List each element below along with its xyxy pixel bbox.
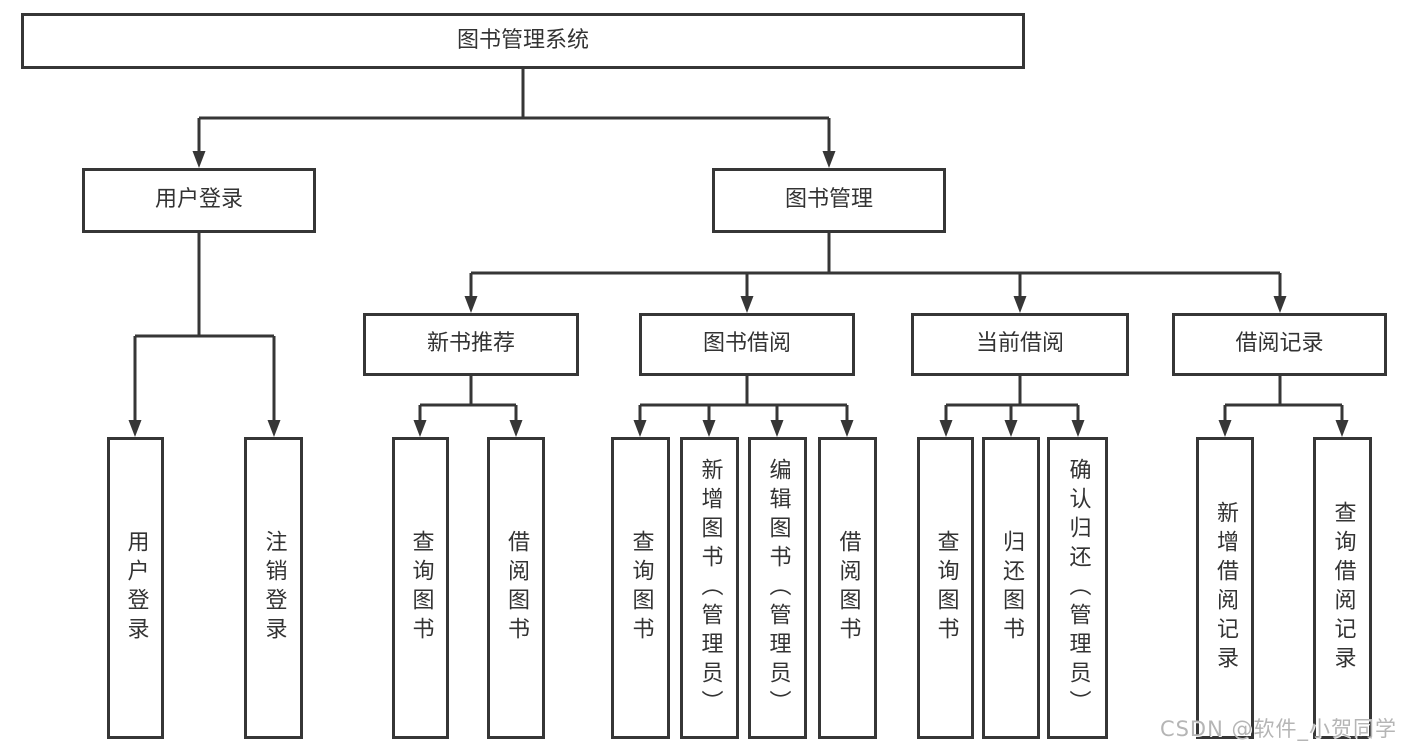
leaf-query-borrow-record-label: 查询借阅记录 <box>1330 501 1356 675</box>
leaf-add-borrow-record-label: 新增借阅记录 <box>1213 501 1238 675</box>
node-user-login-label: 用户登录 <box>154 187 243 213</box>
leaf-add-borrow-record: 新增借阅记录 <box>1196 437 1254 739</box>
leaf-query-books-3-label: 查询图书 <box>933 530 959 646</box>
node-root-system: 图书管理系统 <box>21 13 1025 69</box>
leaf-logout: 注销登录 <box>244 437 303 739</box>
leaf-confirm-return-admin-label: 确认归还（管理员） <box>1065 457 1091 719</box>
leaf-query-books-1-label: 查询图书 <box>408 530 434 646</box>
node-book-management-label: 图书管理 <box>784 187 873 213</box>
leaf-query-books-2: 查询图书 <box>611 437 670 739</box>
node-current-borrow: 当前借阅 <box>911 313 1129 376</box>
node-borrow-records: 借阅记录 <box>1172 313 1387 376</box>
node-new-book-recommend-label: 新书推荐 <box>426 331 515 357</box>
node-book-borrow-label: 图书借阅 <box>702 331 791 357</box>
leaf-add-book-admin-label: 新增图书（管理员） <box>697 457 723 719</box>
leaf-confirm-return-admin: 确认归还（管理员） <box>1047 437 1108 739</box>
leaf-return-book: 归还图书 <box>982 437 1040 739</box>
node-user-login: 用户登录 <box>82 168 316 233</box>
node-borrow-records-label: 借阅记录 <box>1235 331 1324 357</box>
node-current-borrow-label: 当前借阅 <box>975 331 1064 357</box>
leaf-query-borrow-record: 查询借阅记录 <box>1313 437 1372 739</box>
leaf-query-books-2-label: 查询图书 <box>628 530 654 646</box>
leaf-user-login-label: 用户登录 <box>123 530 149 646</box>
leaf-add-book-admin: 新增图书（管理员） <box>680 437 739 739</box>
leaf-edit-book-admin: 编辑图书（管理员） <box>748 437 807 739</box>
leaf-borrow-books-2-label: 借阅图书 <box>835 530 861 646</box>
leaf-borrow-books-2: 借阅图书 <box>818 437 877 739</box>
leaf-user-login: 用户登录 <box>107 437 164 739</box>
node-book-borrow: 图书借阅 <box>639 313 855 376</box>
leaf-borrow-books-1: 借阅图书 <box>487 437 545 739</box>
node-root-label: 图书管理系统 <box>456 27 589 53</box>
node-new-book-recommend: 新书推荐 <box>363 313 579 376</box>
leaf-query-books-3: 查询图书 <box>917 437 974 739</box>
leaf-edit-book-admin-label: 编辑图书（管理员） <box>765 457 791 719</box>
node-book-management: 图书管理 <box>712 168 946 233</box>
leaf-borrow-books-1-label: 借阅图书 <box>504 530 529 646</box>
tree-edges <box>133 69 1344 422</box>
csdn-watermark: CSDN @软件_小贺同学 <box>1159 717 1397 741</box>
leaf-logout-label: 注销登录 <box>261 530 287 646</box>
leaf-query-books-1: 查询图书 <box>392 437 449 739</box>
leaf-return-book-label: 归还图书 <box>999 530 1024 646</box>
